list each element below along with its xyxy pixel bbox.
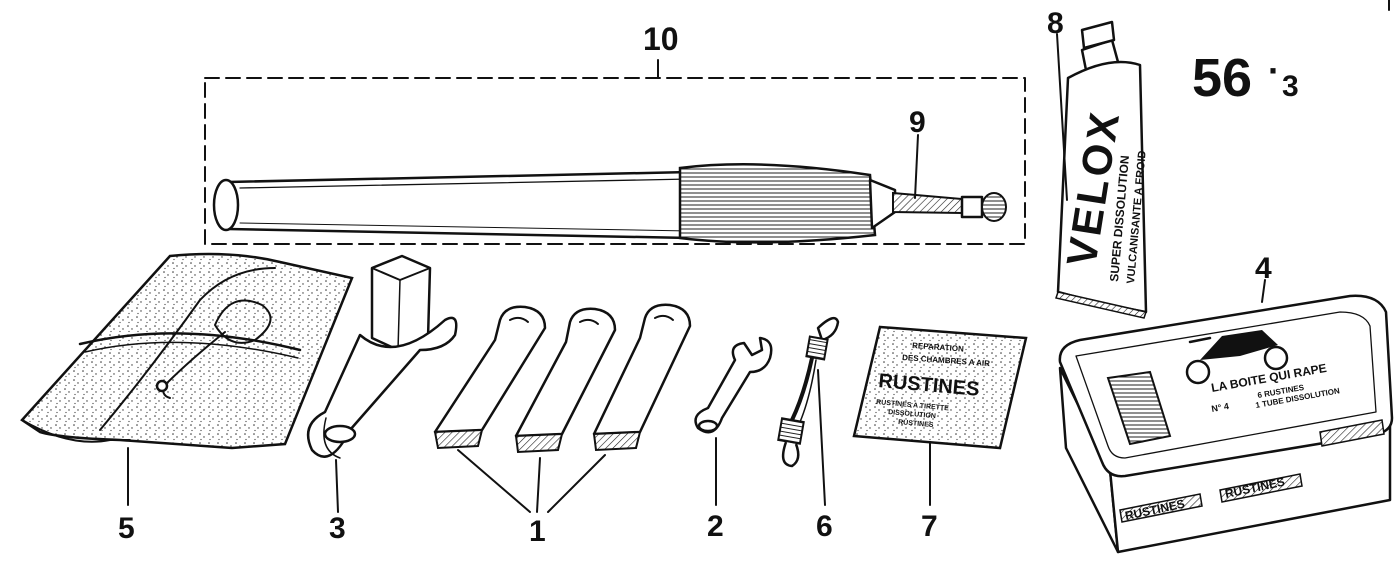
motorcycle-icon xyxy=(1185,330,1289,385)
glue-tube-icon: VELOX SUPER DISSOLUTION VULCANISANTE A F… xyxy=(1055,20,1149,319)
tire-lever-icon xyxy=(433,303,692,454)
leader-3 xyxy=(335,459,339,513)
callout-4: 4 xyxy=(1255,252,1272,285)
pump-group xyxy=(204,59,1026,245)
callout-2: 2 xyxy=(707,510,724,543)
packet-text2: DISSOLUTION xyxy=(888,409,936,420)
tin-number: N° 4 xyxy=(1211,401,1230,414)
tire-lever-3 xyxy=(592,303,692,452)
leader-9 xyxy=(914,134,919,199)
valve-tube-icon xyxy=(777,316,840,468)
page-number-sub: 3 xyxy=(1282,70,1299,103)
packet-text3: RUSTINES xyxy=(898,419,934,429)
callout-6: 6 xyxy=(816,510,833,543)
leader-4 xyxy=(1261,279,1266,303)
box-spanner-icon xyxy=(306,254,458,459)
tire-pump-icon xyxy=(212,163,1007,244)
tool-roll-icon xyxy=(20,252,354,450)
leader-1 xyxy=(457,449,606,513)
patch-packet-icon: REPARATION DES CHAMBRES A AIR RUSTINES R… xyxy=(852,325,1028,450)
repair-tin-icon: RUSTINES RUSTINES LA BOITE QUI RAPE N° 4… xyxy=(1058,294,1394,554)
small-wrench-icon xyxy=(694,336,773,434)
pump-assembly-outline xyxy=(204,77,1026,245)
callout-7: 7 xyxy=(921,510,938,543)
callout-1: 1 xyxy=(529,515,546,548)
leader-6 xyxy=(817,369,826,506)
callout-3: 3 xyxy=(329,512,346,545)
tire-lever-2 xyxy=(514,307,617,454)
tire-lever-1 xyxy=(433,305,547,450)
callout-5: 5 xyxy=(118,512,135,545)
callout-8: 8 xyxy=(1047,7,1064,40)
page-number-separator: · xyxy=(1268,50,1280,91)
packet-header1: REPARATION xyxy=(912,341,964,354)
leader-8 xyxy=(1056,33,1068,201)
callout-9: 9 xyxy=(909,106,926,139)
callout-10: 10 xyxy=(643,21,679,57)
page-number-main: 56 xyxy=(1192,48,1252,108)
